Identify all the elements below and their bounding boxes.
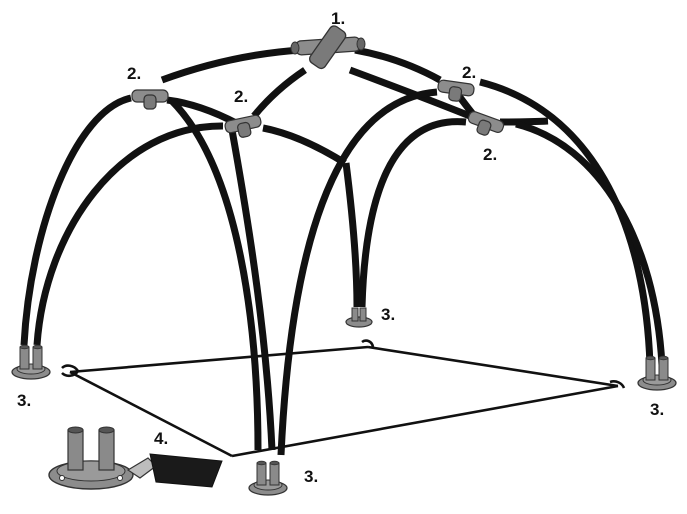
label-foot-front-left: 3. [17, 391, 31, 410]
ground-rope-frame [61, 339, 626, 458]
corner-connector-front-left [131, 89, 169, 110]
label-corner-connector-right-upper: 2. [462, 63, 476, 82]
foot-base-right [637, 355, 677, 391]
label-corner-connector-right-lower: 2. [483, 145, 497, 164]
label-stake-base: 4. [154, 429, 168, 448]
foot-base-front-left [11, 344, 51, 380]
label-apex-connector: 1. [331, 9, 345, 28]
label-foot-front-center: 3. [304, 467, 318, 486]
label-corner-connector-left: 2. [127, 64, 141, 83]
corner-connector-right-upper [435, 78, 476, 104]
stake-base-with-plate [48, 426, 223, 490]
foot-base-front-center [248, 460, 288, 496]
foot-base-back-center [345, 307, 373, 328]
leg-poles [20, 78, 666, 456]
apex-connector [290, 25, 366, 70]
label-foot-back-center: 3. [381, 305, 395, 324]
label-corner-connector-mid: 2. [234, 87, 248, 106]
callout-labels: 1. 2. 2. 2. 2. 3. 3. 3. 3. 4. [17, 9, 664, 486]
label-foot-right: 3. [650, 400, 664, 419]
corner-connector-right-lower [464, 109, 506, 141]
